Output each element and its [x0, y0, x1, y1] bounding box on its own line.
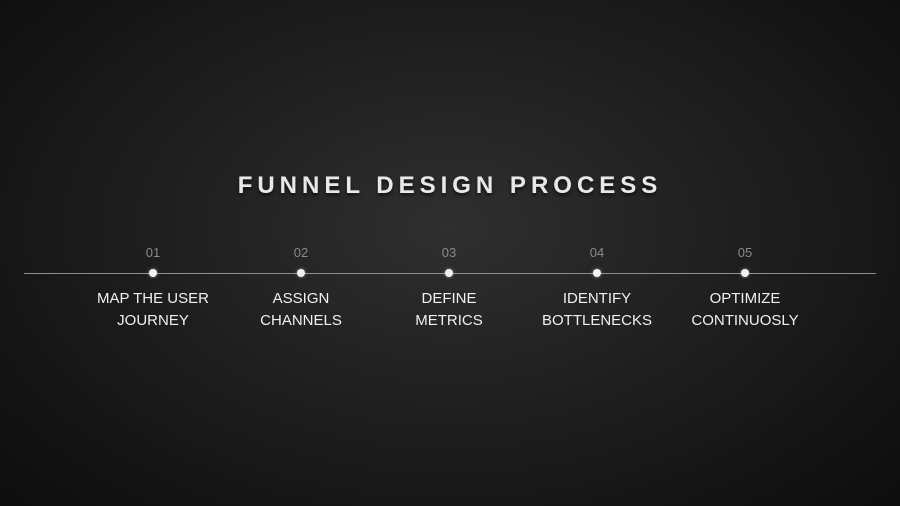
step-label: OPTIMIZE CONTINUOSLY [691, 290, 799, 329]
step-label: IDENTIFY BOTTLENECKS [541, 290, 653, 329]
step-marker-dot [297, 269, 305, 277]
step-label: DEFINE METRICS [415, 290, 483, 329]
step-marker-dot [741, 269, 749, 277]
timeline-step-4: 04 IDENTIFY BOTTLENECKS [517, 244, 677, 332]
slide-title: FUNNEL DESIGN PROCESS [237, 172, 663, 199]
step-number: 05 [737, 245, 753, 260]
timeline-step-2: 02 ASSIGN CHANNELS [221, 244, 381, 332]
timeline-step-3: 03 DEFINE METRICS [369, 244, 529, 332]
step-label: ASSIGN CHANNELS [260, 290, 342, 329]
step-label: MAP THE USER JOURNEY [97, 290, 209, 329]
step-marker-dot [445, 269, 453, 277]
timeline-step-5: 05 OPTIMIZE CONTINUOSLY [665, 244, 825, 332]
step-number: 01 [145, 245, 161, 260]
timeline-step-1: 01 MAP THE USER JOURNEY [73, 244, 233, 332]
step-marker-dot [593, 269, 601, 277]
step-marker-dot [149, 269, 157, 277]
step-number: 02 [293, 245, 309, 260]
step-number: 04 [589, 245, 605, 260]
step-number: 03 [441, 245, 457, 260]
